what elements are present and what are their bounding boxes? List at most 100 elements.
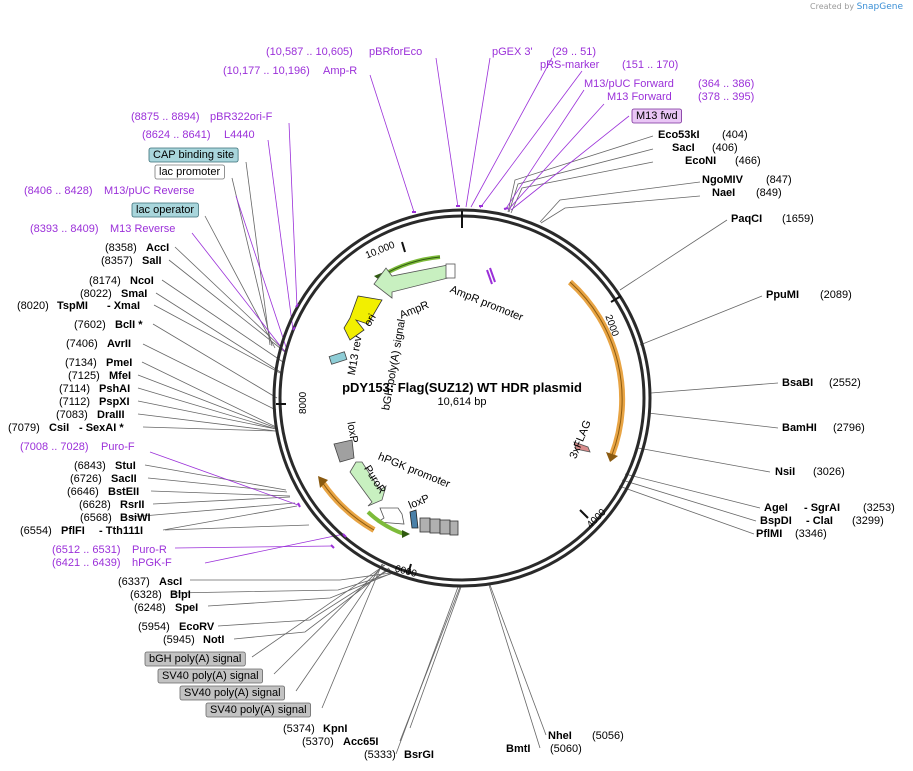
enzyme-position: (7114) [59,383,90,395]
primer-range: (10,177 .. 10,196) [223,65,310,77]
enzyme-name: BstEII [108,486,139,498]
enzyme-position: (7125) [68,370,100,382]
flag-arc-arrowhead [606,452,618,462]
sv40-polya-label: SV40 poly(A) signal [184,687,281,699]
enzyme-name: BsiWI [120,512,151,524]
enzyme-position: (8358) [105,242,137,254]
enzyme-name: RsrII [120,499,144,511]
enzyme-name: PflMI [756,528,782,540]
enzyme-name: PpuMI [766,289,799,301]
feature-loxp1-label: loxP [344,421,360,444]
enzyme-position: (6646) [67,486,99,498]
flag-tag-shape [573,441,591,453]
enzyme-position: (6628) [79,499,111,511]
primer-name: L4440 [224,129,255,141]
enzyme-position: (6568) [80,512,112,524]
enzyme-position: (7112) [59,396,90,408]
primer-range: (29 .. 51) [552,46,596,58]
enzyme-name: AvrII [107,338,131,350]
enzyme-position: (406) [712,142,738,154]
enzyme-name: SacI [672,142,695,154]
enzyme-position: (7079) [8,422,40,434]
lower-arc-arrowhead [318,476,328,488]
enzyme-position: (5945) [163,634,195,646]
primer-name: pBRforEco [369,46,422,58]
snapgene-logo-text: SnapGene [856,2,903,12]
enzyme-name: TspMI [57,300,88,312]
enzyme-position: (8020) [17,300,49,312]
feature-bgh-label: bGH poly(A) signal [380,318,408,411]
primer-name: pRS-marker [540,59,600,71]
feature-box [131,202,199,218]
lac-operator-label: lac operator [136,204,194,216]
enzyme-position: (5954) [138,621,170,633]
flag-arc-line [569,281,623,456]
enzyme-name: AccI [146,242,169,254]
ori-arrow [343,295,383,341]
enzyme-position: (7406) [66,338,98,350]
enzyme-name: NaeI [712,187,735,199]
primer-name: hPGK-F [132,557,172,569]
enzyme-name: PspXI [99,396,130,408]
enzyme-position: (6554) [20,525,52,537]
enzyme-position: (404) [722,129,748,141]
feature-box-labels: M13 fwd CAP binding site lac promoter la… [136,110,678,716]
bgh-polya-label: bGH poly(A) signal [149,653,241,665]
enzyme-name: KpnI [323,723,347,735]
enzyme-position: (3299) [852,515,884,527]
enzyme-position: (2552) [829,377,861,389]
feature-box [205,702,312,718]
enzyme-name: AscI [159,576,182,588]
enzyme-name: NcoI [130,275,154,287]
puro-small-arc [366,510,405,536]
enzyme-name: BmtI [506,743,530,755]
sv40-segments [419,517,459,536]
enzyme-position: (6843) [74,460,106,472]
enzyme-name: DraIII [97,409,125,421]
enzyme-position: (466) [735,155,761,167]
enzyme-name: StuI [115,460,136,472]
enzyme-position: (5370) [302,736,334,748]
site-leader-lines [130,135,779,755]
enzyme-position: (7134) [65,357,97,369]
feature-ori-label: ori [362,312,379,329]
backbone-outer [272,208,652,588]
sv40-polya-label: SV40 poly(A) signal [162,670,259,682]
tick-2000 [610,295,622,303]
feature-box [148,147,239,163]
feature-flag-label: 3xFLAG [568,419,594,461]
feature-box [157,668,264,684]
primer-range: (8624 .. 8641) [142,129,211,141]
enzyme-name: NotI [203,634,224,646]
tick-6000 [407,563,412,575]
lac-operator-marker [328,351,348,365]
feature-box [144,651,246,667]
enzyme-position: (849) [756,187,782,199]
enzyme-name: SalI [142,255,162,267]
enzyme-position: (3346) [795,528,827,540]
lower-arc-line [321,481,375,531]
puror-arrow [349,461,387,507]
primer-range: (378 .. 395) [698,91,754,103]
primer-range: (6421 .. 6439) [52,557,121,569]
tick-label-8000: 8000 [298,391,309,414]
enzyme-name: NsiI [775,466,795,478]
enzyme-name: BspDI [760,515,792,527]
enzyme-position: (5056) [592,730,624,742]
plasmid-title: pDY153: Flag(SUZ12) WT HDR plasmid [342,380,582,395]
enzyme-name: BsaBI [782,377,813,389]
primer-range: (10,587 .. 10,605) [266,46,353,58]
enzyme-name: NheI [548,730,572,742]
enzyme-name-secondary: - Tth111I [99,525,143,537]
primer-labels: (10,587 .. 10,605) pBRforEco (10,177 .. … [20,46,754,569]
primer-range: (6512 .. 6531) [52,544,121,556]
primer-marks [292,205,509,549]
primer-name: M13 Reverse [110,223,175,235]
enzyme-name: EcoRV [179,621,215,633]
tick-4000 [579,509,589,519]
lac-promoter-label: lac promoter [159,166,220,178]
enzyme-position: (6337) [118,576,150,588]
ampr-promoter-arrow [445,263,456,279]
enzyme-name-secondary: - XmaI [107,300,140,312]
